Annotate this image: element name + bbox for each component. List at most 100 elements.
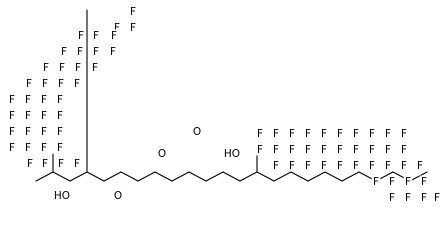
atom-label-f-b1-1: F (257, 128, 263, 140)
atom-label-f-b2-9: F (385, 144, 391, 156)
bond-c12-c13 (256, 171, 275, 182)
label-mask (55, 125, 65, 138)
label-mask (128, 5, 138, 18)
label-mask (335, 159, 345, 172)
label-mask (90, 61, 100, 74)
atom-label-f-r7-1: F (9, 142, 15, 154)
label-mask (91, 29, 101, 42)
atom-label-f-r2-4: F (92, 62, 98, 74)
label-mask (39, 141, 49, 154)
label-mask (319, 127, 329, 140)
label-mask (335, 127, 345, 140)
atom-label-f-b3-3: F (305, 160, 311, 172)
atom-label-o-2: O (158, 148, 166, 160)
atom-label-f-b4-4: F (421, 176, 427, 188)
label-mask (403, 191, 413, 204)
atom-label-f-b3-1: F (273, 160, 279, 172)
label-mask (432, 191, 442, 204)
label-mask (319, 143, 329, 156)
label-mask (383, 159, 393, 172)
label-mask (419, 191, 429, 204)
atom-label-f-top-5: F (93, 30, 99, 42)
label-mask (72, 77, 82, 90)
label-mask (72, 157, 82, 170)
atom-label-f-r3-4: F (74, 78, 80, 90)
atom-label-f-top-3: F (130, 22, 136, 34)
atom-label-f-r6-1: F (9, 126, 15, 138)
label-mask (55, 109, 65, 122)
label-mask (367, 127, 377, 140)
atom-label-f-b4-3: F (405, 176, 411, 188)
label-mask (108, 45, 118, 58)
atom-label-ho-1: HO (54, 190, 70, 202)
atom-label-f-r2-1: F (43, 62, 49, 74)
bond-o3-c10 (205, 171, 224, 182)
label-mask (319, 159, 329, 172)
label-mask (7, 141, 17, 154)
atom-label-f-b2-8: F (369, 144, 375, 156)
atom-label-f-r2-3: F (75, 62, 81, 74)
bond-c9-o3 (188, 171, 207, 182)
atom-label-f-r1-3: F (93, 46, 99, 58)
label-mask (287, 143, 297, 156)
bond-c3-c4 (69, 171, 88, 182)
atom-label-f-top-1: F (130, 6, 136, 18)
label-mask (224, 147, 240, 160)
label-mask (7, 109, 17, 122)
label-mask (112, 21, 122, 34)
atom-label-f-r3-2: F (42, 78, 48, 90)
label-mask (55, 93, 65, 106)
label-mask (54, 189, 70, 202)
atom-label-f-b1-6: F (337, 128, 343, 140)
atom-label-f-r6-4: F (57, 126, 63, 138)
label-mask (91, 45, 101, 58)
atom-label-f-b3-7: F (369, 160, 375, 172)
label-mask (39, 109, 49, 122)
atom-label-f-r4-3: F (41, 94, 47, 106)
atom-label-f-b3-5: F (337, 160, 343, 172)
atom-label-f-b1-10: F (401, 128, 407, 140)
label-mask (403, 175, 413, 188)
label-mask (383, 127, 393, 140)
label-mask (56, 157, 66, 170)
bond-c7-o2 (137, 171, 156, 182)
label-mask (109, 29, 119, 42)
bond-o2-c8 (154, 171, 173, 182)
bond-c6-c7 (120, 171, 139, 182)
label-mask (383, 143, 393, 156)
atom-label-f-b3-6: F (353, 160, 359, 172)
label-mask (75, 45, 85, 58)
label-mask (255, 127, 265, 140)
atom-label-f-r2-2: F (59, 62, 65, 74)
label-mask (73, 61, 83, 74)
atom-label-f-r8-1: F (27, 158, 33, 170)
atom-label-f-r7-4: F (57, 142, 63, 154)
atom-label-f-r4-2: F (25, 94, 31, 106)
atom-label-f-b3-4: F (321, 160, 327, 172)
label-mask (7, 93, 17, 106)
atom-label-f-b1-8: F (369, 128, 375, 140)
bond-c5-c6 (103, 171, 122, 182)
bond-c4-c5 (86, 171, 105, 182)
bond-c11-c12 (239, 171, 258, 182)
label-mask (399, 127, 409, 140)
atom-label-f-b1-5: F (321, 128, 327, 140)
bond-c21-c22 (409, 171, 428, 182)
bond-c8-c9 (171, 171, 190, 182)
label-mask (351, 127, 361, 140)
atom-label-f-b2-2: F (273, 144, 279, 156)
atom-label-f-b2-10: F (401, 144, 407, 156)
atom-label-f-r1-1: F (61, 46, 67, 58)
label-mask (23, 109, 33, 122)
label-mask (303, 143, 313, 156)
atom-label-ho-2: HO (224, 148, 240, 160)
atom-label-f-b4-1: F (373, 176, 379, 188)
atom-label-f-r8-2: F (42, 158, 48, 170)
atom-label-f-b2-1: F (257, 144, 263, 156)
bond-c16-c17 (324, 171, 343, 182)
bond-c10-c11 (222, 171, 241, 182)
label-mask (76, 29, 86, 42)
bond-c14-c15 (290, 171, 309, 182)
